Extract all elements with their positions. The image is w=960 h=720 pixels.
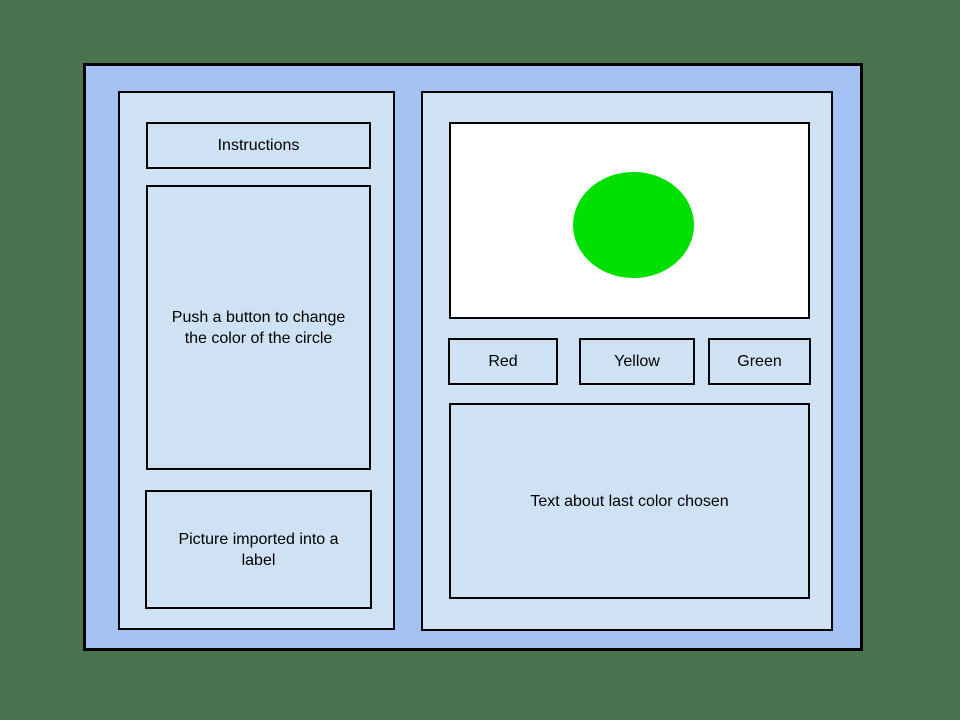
instructions-label-text: Instructions xyxy=(217,137,300,154)
description-text: Push a button to change the color of the… xyxy=(171,308,346,347)
left-panel: Instructions Push a button to change the… xyxy=(118,91,395,630)
picture-label-box: Picture imported into a label xyxy=(145,490,372,609)
red-button[interactable]: Red xyxy=(448,338,558,385)
right-panel: Red Yellow Green Text about last color c… xyxy=(421,91,833,631)
app-window: Instructions Push a button to change the… xyxy=(83,63,863,651)
status-text: Text about last color chosen xyxy=(530,492,729,510)
color-circle xyxy=(573,172,694,278)
instructions-label: Instructions xyxy=(146,122,371,169)
circle-canvas xyxy=(449,122,810,319)
yellow-button[interactable]: Yellow xyxy=(579,338,695,385)
green-button[interactable]: Green xyxy=(708,338,811,385)
status-box: Text about last color chosen xyxy=(449,403,810,599)
picture-label-text: Picture imported into a label xyxy=(178,530,339,569)
description-box: Push a button to change the color of the… xyxy=(146,185,371,470)
